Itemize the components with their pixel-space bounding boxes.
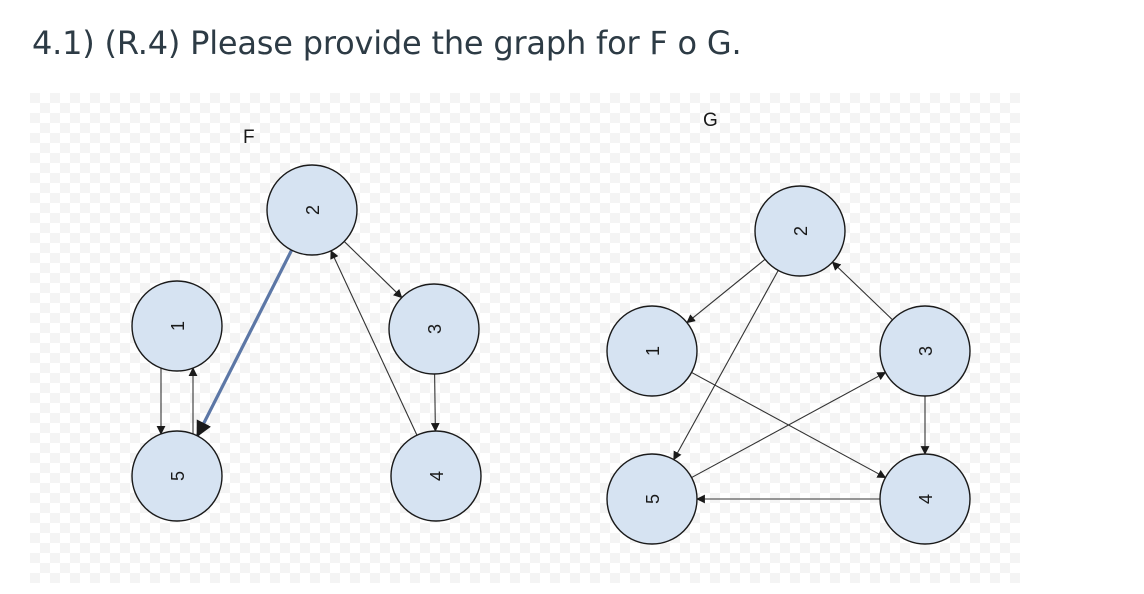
node-label: 2 bbox=[303, 205, 323, 215]
edge-g-2-to-1 bbox=[686, 258, 766, 324]
node-f-5: 5 bbox=[131, 430, 223, 522]
graph-title-g: G bbox=[703, 110, 718, 131]
node-circle bbox=[266, 164, 358, 256]
edge-g-1-to-4 bbox=[691, 371, 887, 479]
edge-f-3-to-4 bbox=[430, 373, 440, 432]
node-label: 1 bbox=[168, 321, 188, 331]
nodes-layer: 1 2 3 4 5 1 2 3 4 5 bbox=[131, 164, 971, 545]
node-f-4: 4 bbox=[390, 430, 482, 522]
edge-f-2-to-3 bbox=[343, 241, 403, 299]
node-circle bbox=[388, 283, 480, 375]
node-circle bbox=[131, 430, 223, 522]
node-g-3: 3 bbox=[879, 305, 971, 397]
node-label: 5 bbox=[643, 494, 663, 504]
node-label: 4 bbox=[427, 471, 447, 481]
edge-f-2-to-5 bbox=[195, 249, 294, 438]
node-label: 5 bbox=[168, 471, 188, 481]
node-g-5: 5 bbox=[606, 453, 698, 545]
node-label: 3 bbox=[916, 346, 936, 356]
node-circle bbox=[879, 305, 971, 397]
edges-layer bbox=[156, 241, 930, 504]
node-circle bbox=[606, 453, 698, 545]
node-label: 2 bbox=[791, 226, 811, 236]
edge-g-2-to-5 bbox=[673, 270, 779, 461]
question-text: 4.1) (R.4) Please provide the graph for … bbox=[32, 24, 742, 62]
node-g-4: 4 bbox=[879, 453, 971, 545]
edge-g-3-to-2 bbox=[831, 261, 893, 321]
node-f-3: 3 bbox=[388, 283, 480, 375]
node-f-1: 1 bbox=[131, 280, 223, 372]
edge-f-4-to-2 bbox=[330, 249, 418, 436]
node-f-2: 2 bbox=[266, 164, 358, 256]
node-g-2: 2 bbox=[754, 185, 846, 277]
node-label: 1 bbox=[643, 346, 663, 356]
node-g-1: 1 bbox=[606, 305, 698, 397]
node-circle bbox=[606, 305, 698, 397]
graph-title-f: F bbox=[243, 127, 255, 148]
node-circle bbox=[131, 280, 223, 372]
node-circle bbox=[390, 430, 482, 522]
node-circle bbox=[879, 453, 971, 545]
node-label: 3 bbox=[425, 324, 445, 334]
titles-layer: FG bbox=[243, 110, 718, 148]
node-label: 4 bbox=[916, 494, 936, 504]
node-circle bbox=[754, 185, 846, 277]
